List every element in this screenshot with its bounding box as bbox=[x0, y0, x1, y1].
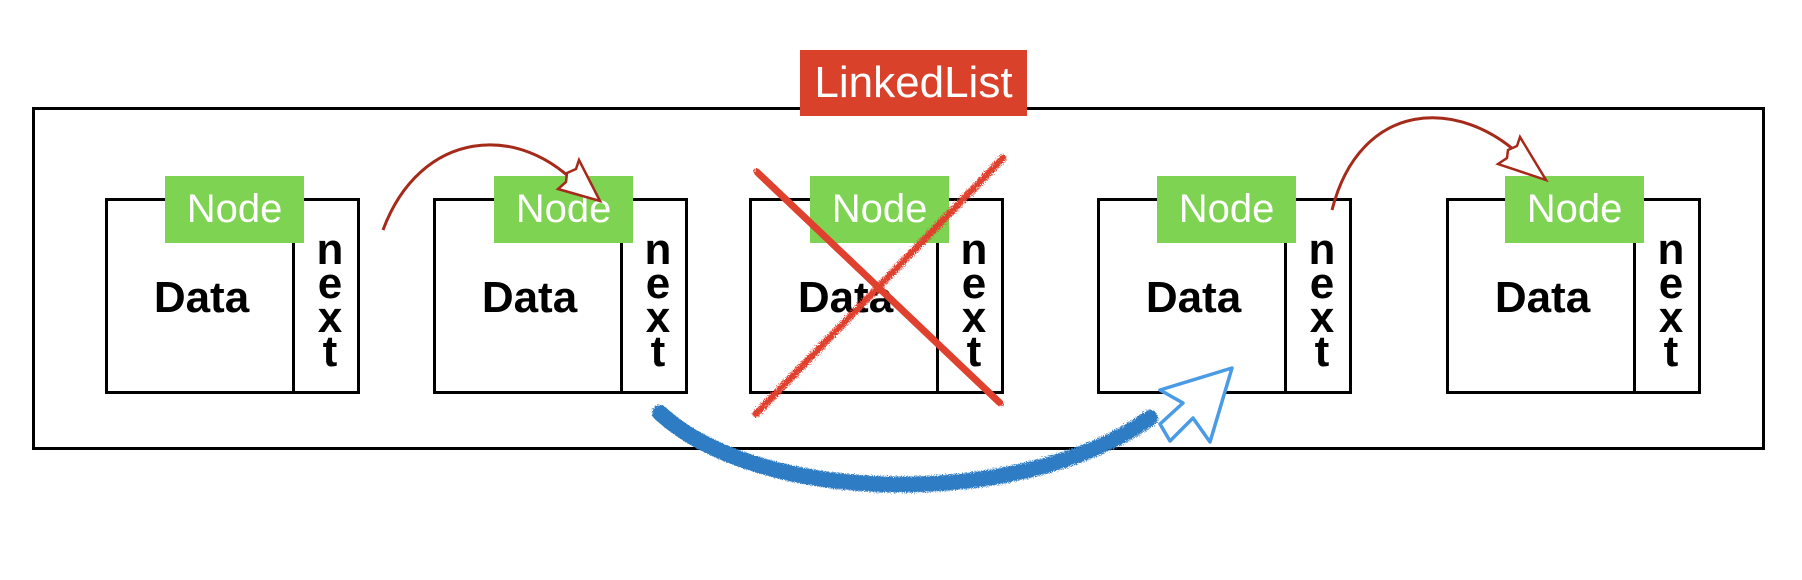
node-data-label: Data bbox=[1494, 273, 1591, 322]
node-data-label: Data bbox=[1145, 273, 1242, 322]
node-tag: Node bbox=[810, 176, 949, 243]
bypass-arrow bbox=[652, 366, 1234, 493]
node-tag: Node bbox=[165, 176, 304, 243]
linked-list-title: LinkedList bbox=[800, 50, 1027, 116]
link-arrow-1-to-2 bbox=[381, 143, 603, 231]
removed-cross-icon bbox=[752, 154, 1007, 418]
link-arrow-4-to-5 bbox=[1330, 116, 1549, 211]
node-tag: Node bbox=[1157, 176, 1296, 243]
node-data-label: Data bbox=[153, 273, 250, 322]
node-tag: Node bbox=[1505, 176, 1644, 243]
node-data-label: Data bbox=[481, 273, 578, 322]
node-data-label: Data bbox=[797, 273, 894, 322]
